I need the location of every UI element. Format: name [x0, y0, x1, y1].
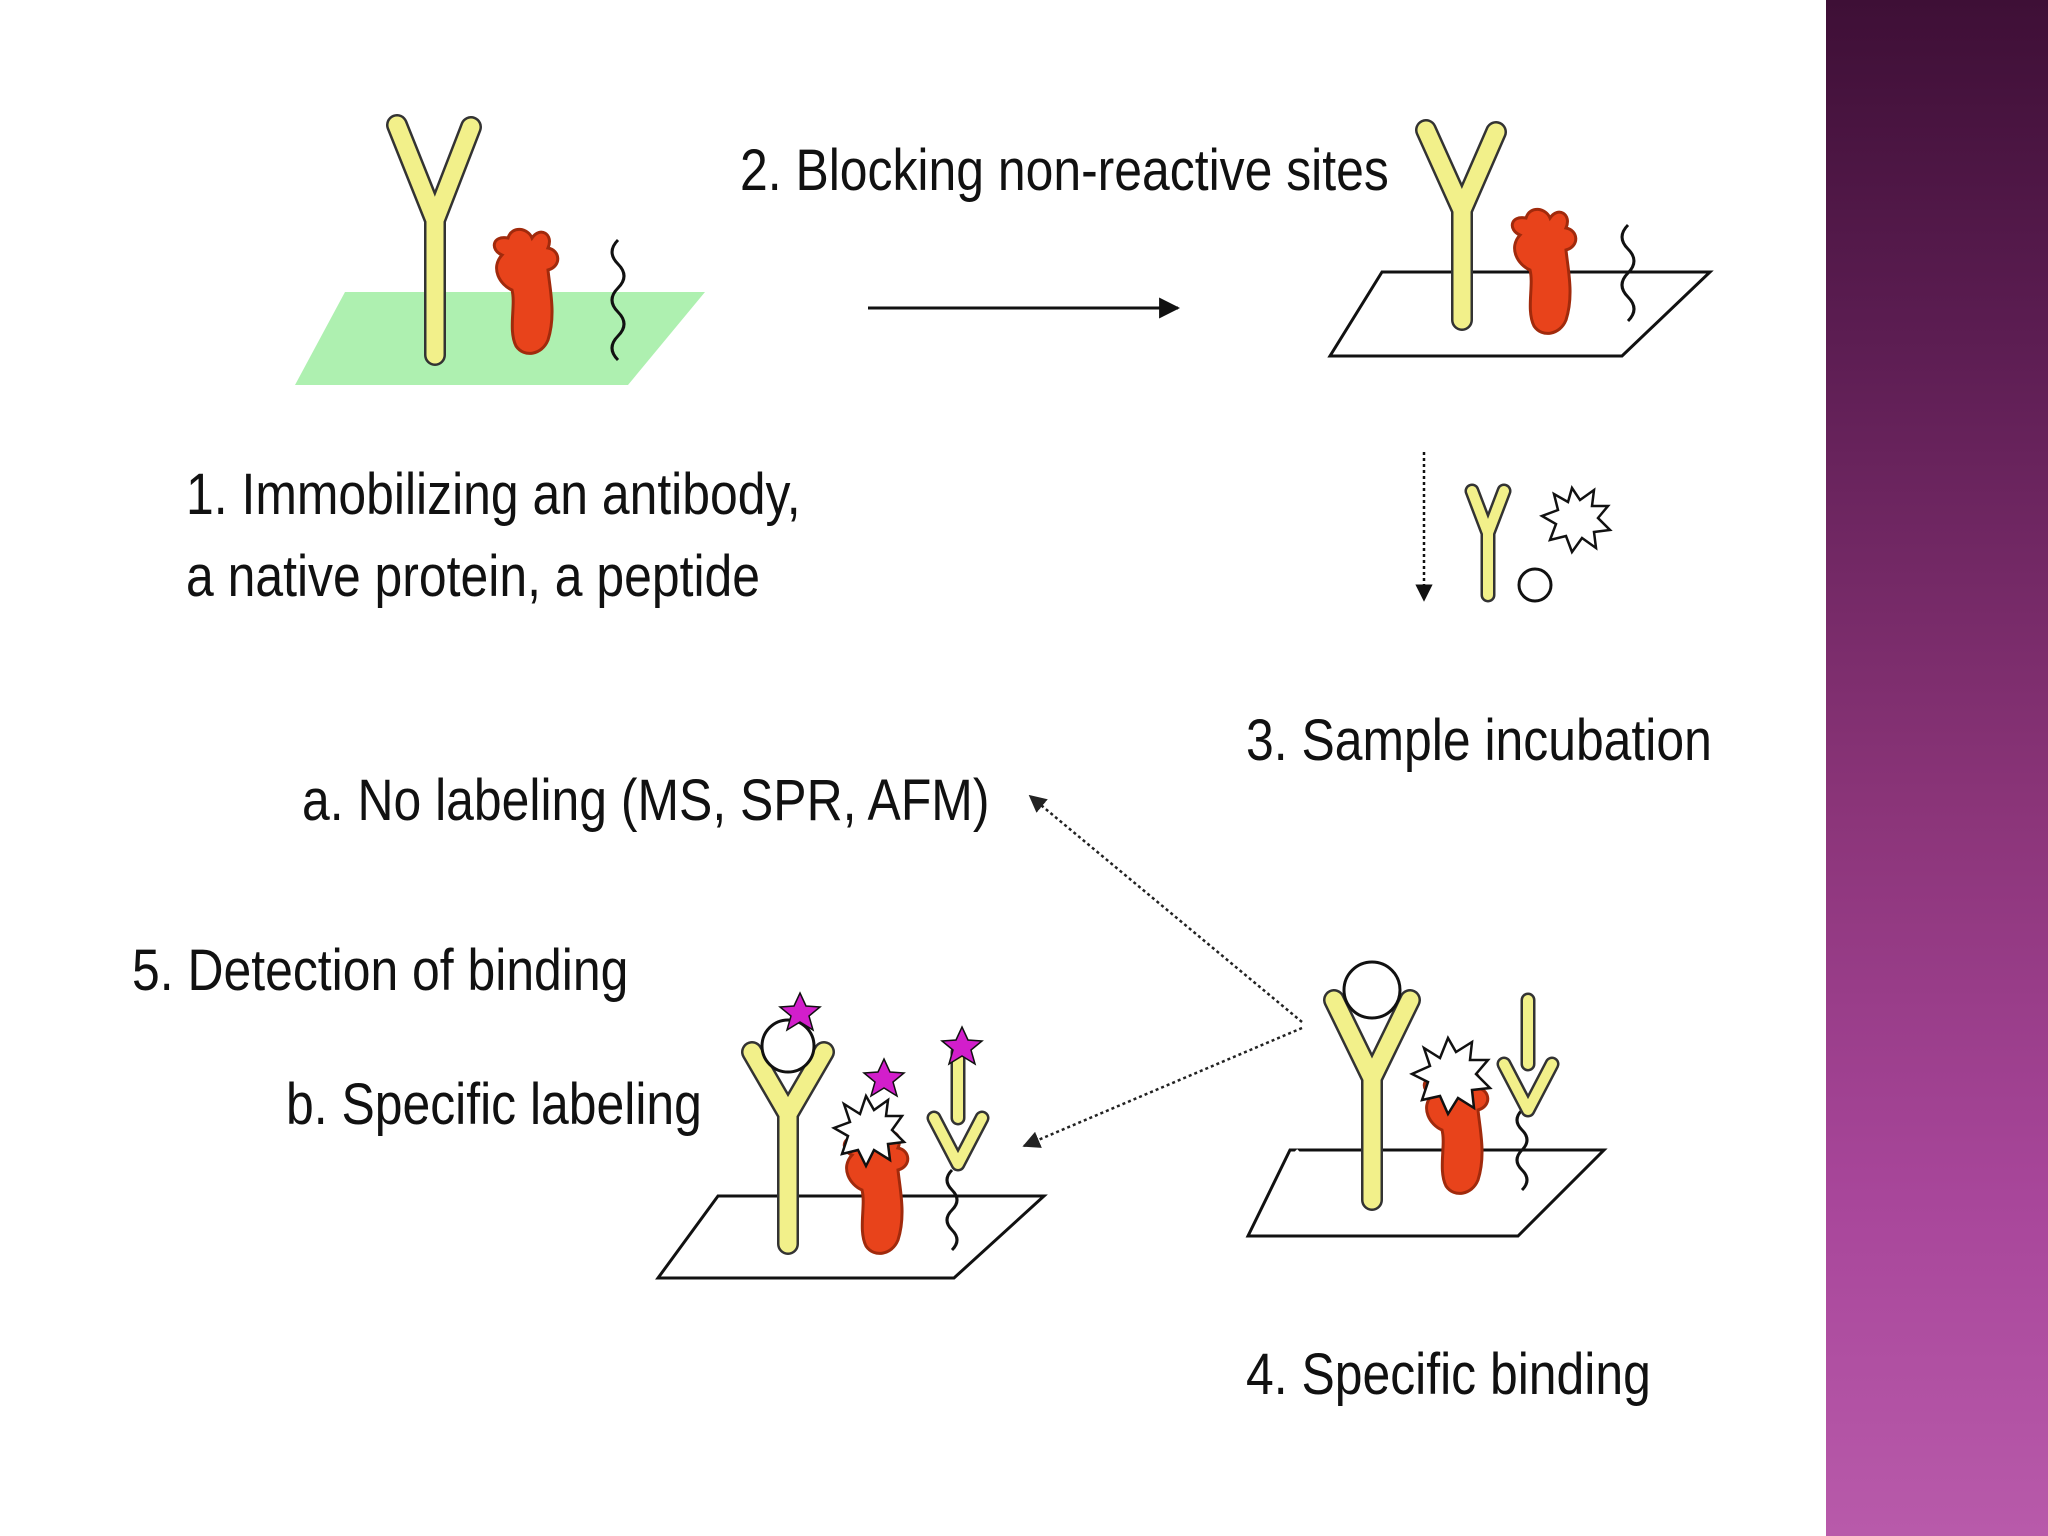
step4-bound-molecule	[1342, 960, 1402, 1020]
step1-protein	[492, 227, 560, 355]
step3-label: 3. Sample incubation	[1246, 708, 1712, 773]
step5-bound-molecule	[760, 1018, 816, 1074]
sample-small-molecule	[1517, 567, 1553, 603]
label-star-1	[778, 991, 822, 1032]
step2-peptide	[1620, 223, 1636, 323]
sample-antibody	[1464, 483, 1512, 603]
step2-protein	[1510, 207, 1578, 335]
step5-bound-antigen	[831, 1092, 907, 1169]
step2-antibody	[1415, 119, 1507, 331]
step4-surface	[1245, 1148, 1608, 1238]
step4-peptide	[1515, 1108, 1529, 1192]
step5-surface	[655, 1194, 1048, 1280]
step4-bound-antibody	[1496, 992, 1560, 1118]
slide-canvas: 2. Blocking non-reactive sites 1. Immobi…	[132, 114, 1714, 1407]
arrow-step4-to-option-b	[1022, 1026, 1303, 1148]
step1-label-line1: 1. Immobilizing an antibody,	[186, 462, 801, 527]
option-a-label: a. No labeling (MS, SPR, AFM)	[302, 768, 990, 833]
label-star-3	[940, 1025, 984, 1066]
arrow-step4-to-option-a	[1028, 794, 1303, 1023]
step1-label-line2: a native protein, a peptide	[186, 544, 761, 609]
step5-bound-antibody	[926, 1044, 990, 1172]
sample-spiky-antigen	[1539, 485, 1613, 555]
step1-surface	[295, 292, 705, 385]
step5-label: 5. Detection of binding	[132, 938, 629, 1003]
step5-peptide	[945, 1168, 959, 1252]
step4-bound-antigen	[1409, 1035, 1493, 1117]
option-b-label: b. Specific labeling	[286, 1072, 702, 1137]
protein-array-workflow-diagram	[295, 114, 1714, 1280]
step4-label: 4. Specific binding	[1246, 1342, 1651, 1407]
label-star-2	[862, 1057, 906, 1098]
step1-antibody	[386, 114, 482, 366]
step5-antibody	[741, 1041, 835, 1255]
step2-label: 2. Blocking non-reactive sites	[740, 138, 1389, 203]
step4-antibody	[1323, 989, 1421, 1211]
step1-peptide	[610, 238, 626, 362]
step2-surface	[1327, 270, 1714, 358]
decorative-sidebar-gradient	[1826, 0, 2048, 1536]
